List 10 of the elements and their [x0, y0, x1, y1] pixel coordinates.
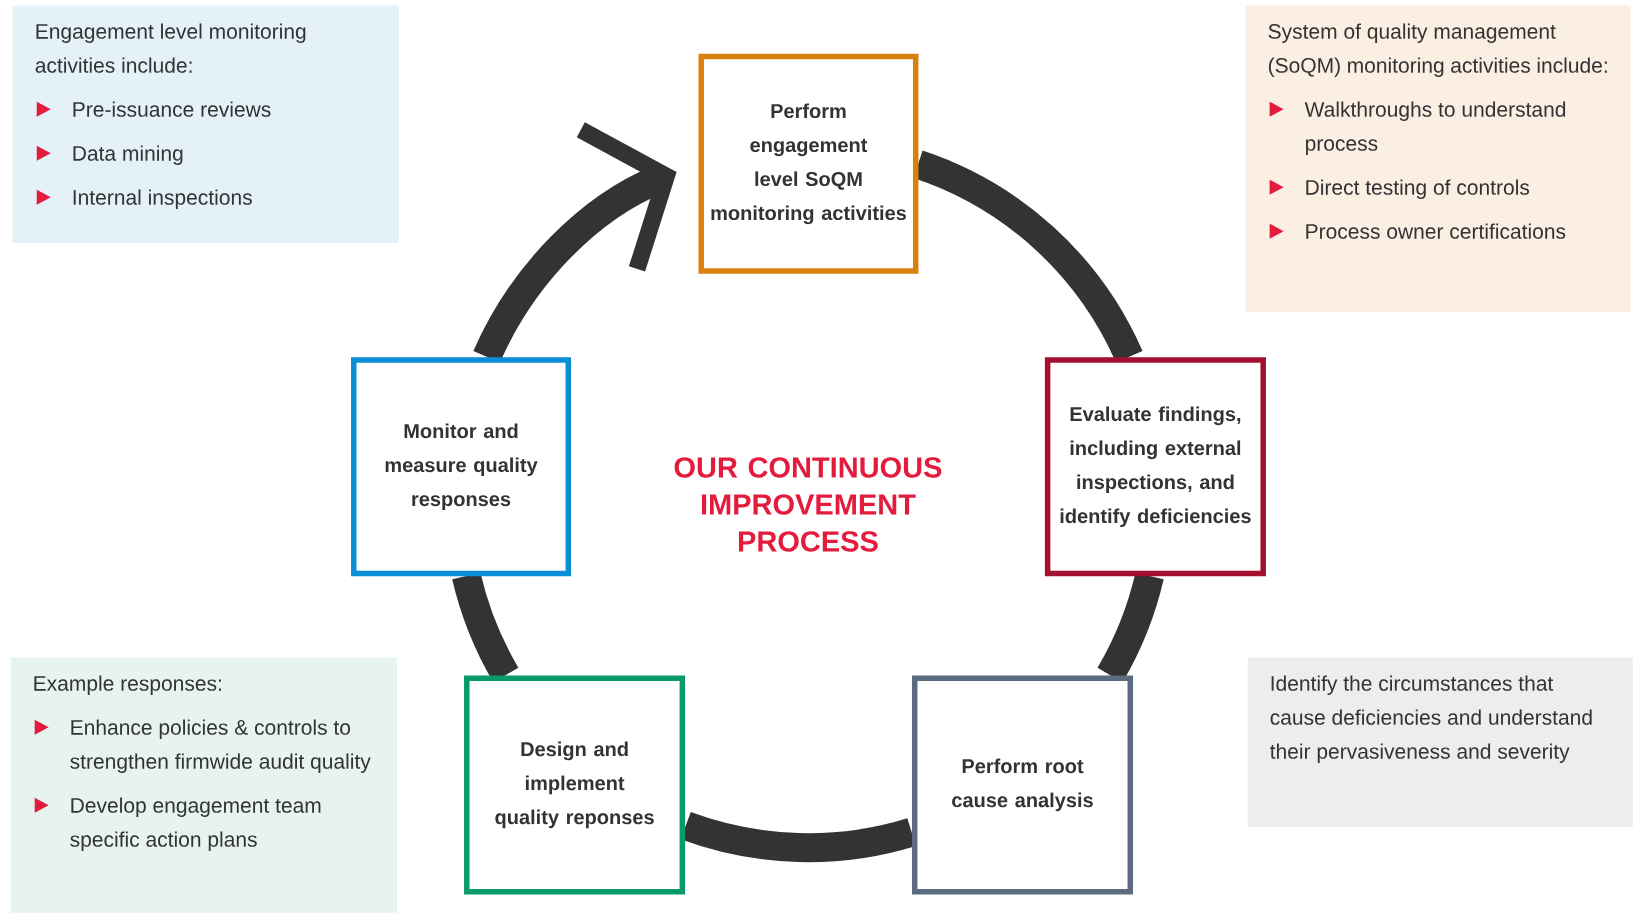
process-box: Design and implement quality reponses	[464, 675, 686, 895]
process-box: Monitor and measure quality responses	[351, 357, 572, 577]
note-panel: Example responses: Enhance policies & controls to strengthen firmwide audit quality Develop engagement team specific action plans	[10, 657, 397, 913]
center-heading: OUR CONTINUOUS IMPROVEMENT PROCESS	[674, 457, 942, 552]
process-box: Perform engagement level SoQM monitoring activities	[698, 53, 919, 274]
process-box: Evaluate findings, including external inspections, and identify deficiencies	[1044, 357, 1266, 577]
note-panel: Engagement level monitoring activities include: Pre-issuance reviews Data mining Internal inspections	[12, 5, 399, 243]
note-panel: Identify the circumstances that cause deficiencies and understand their pervasiveness and severity	[1247, 657, 1633, 827]
process-box: Perform root cause analysis	[911, 675, 1134, 895]
note-panel: System of quality management (SoQM) monitoring activities include: Walkthroughs to understand process Direct testing of controls Process owner certifications	[1245, 5, 1631, 313]
